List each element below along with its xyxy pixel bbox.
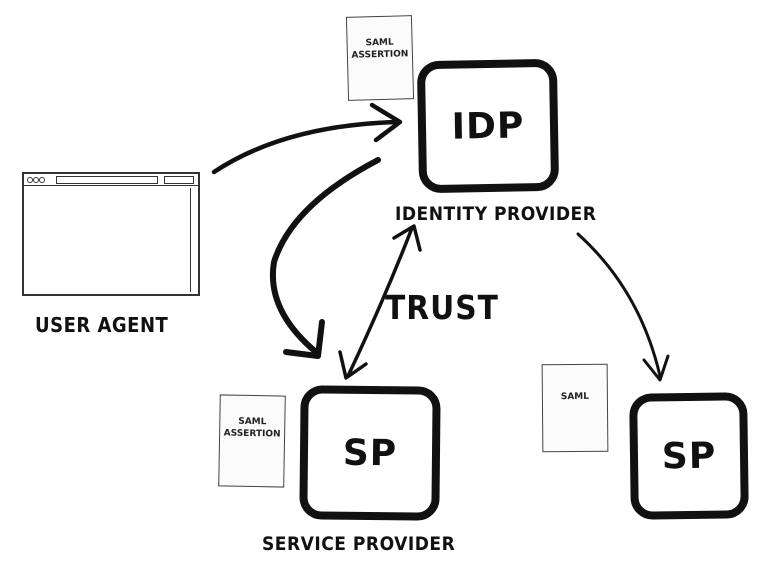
doc-line-1: SAML	[560, 391, 590, 403]
search-bar	[164, 176, 194, 184]
user-agent-label: USER AGENT	[35, 313, 169, 337]
saml-document-icon: SAML	[541, 363, 609, 453]
doc-line-1: SAML	[238, 416, 267, 428]
browser-window-icon	[22, 172, 200, 296]
arrow-trust	[346, 226, 414, 378]
identity-provider-label: IDENTITY PROVIDER	[395, 203, 597, 225]
doc-line-2: ASSERTION	[223, 428, 281, 440]
doc-line-2: ASSERTION	[351, 49, 409, 61]
service-provider-label: SERVICE PROVIDER	[262, 533, 456, 555]
window-dot-icon	[39, 177, 45, 183]
sp-box-label: SP	[342, 432, 398, 474]
service-provider-box: SP	[299, 385, 441, 521]
second-service-provider-box: SP	[629, 392, 749, 520]
arrowhead-trust-bottom	[338, 350, 368, 380]
arrow-idp-to-sp	[270, 157, 381, 355]
arrowhead-user-agent-to-idp	[369, 102, 403, 143]
idp-box: IDP	[416, 58, 560, 194]
saml-assertion-document-icon: SAML ASSERTION	[218, 394, 286, 488]
saml-assertion-document-icon: SAML ASSERTION	[345, 15, 415, 101]
window-dot-icon	[33, 177, 39, 183]
arrow-idp-to-sp2	[576, 232, 662, 378]
arrowhead-idp-to-sp	[283, 319, 325, 359]
arrowhead-idp-to-sp2	[642, 354, 670, 382]
address-bar	[56, 176, 158, 184]
browser-toolbar	[24, 174, 198, 186]
sp2-box-label: SP	[661, 435, 717, 477]
trust-label: TRUST	[385, 288, 499, 327]
idp-box-label: IDP	[451, 104, 525, 148]
arrowhead-trust-top	[392, 224, 422, 252]
window-dot-icon	[27, 177, 33, 183]
scrollbar	[190, 188, 196, 292]
arrow-user-agent-to-idp	[211, 119, 401, 175]
